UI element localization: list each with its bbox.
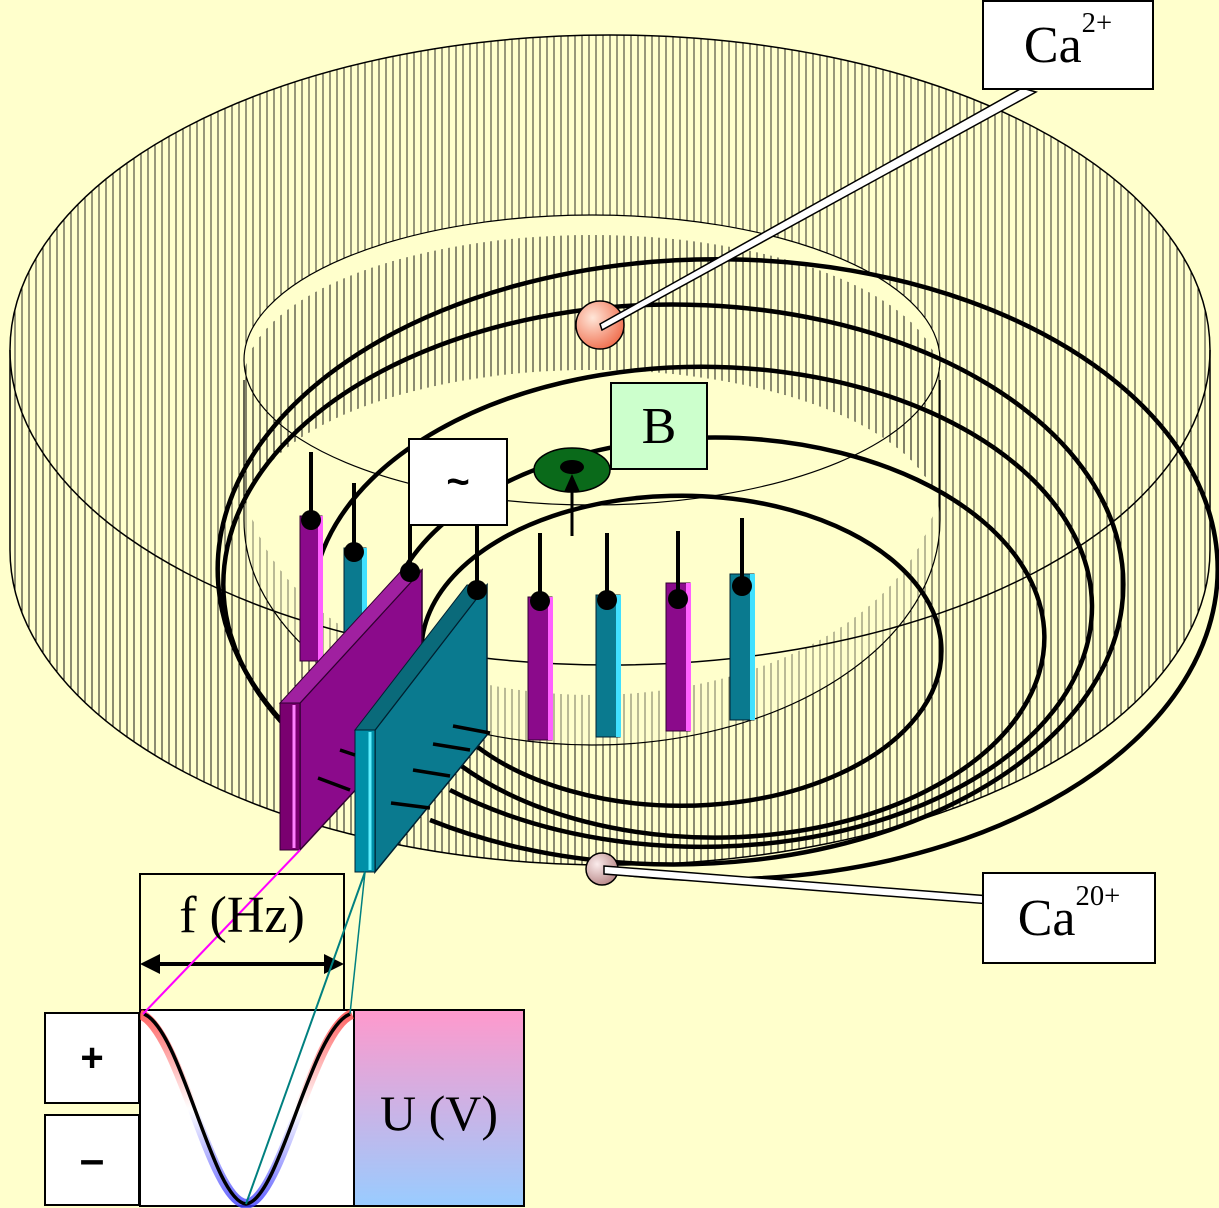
minus-label: – xyxy=(44,1114,140,1206)
minus-sign: – xyxy=(80,1135,104,1185)
ion-label-ca20-base: Ca xyxy=(1018,889,1076,948)
callout-ca20-pointer xyxy=(604,866,990,904)
voltage-label: U (V) xyxy=(354,1084,524,1142)
magnetic-field-text: B xyxy=(642,397,677,456)
ion-label-ca2-base: Ca xyxy=(1024,16,1082,75)
ion-label-ca2-charge: 2+ xyxy=(1082,8,1112,40)
ac-source-symbol: ~ xyxy=(446,460,469,505)
ac-source-label: ~ xyxy=(408,438,508,526)
plus-sign: + xyxy=(80,1036,103,1081)
frequency-label: f (Hz) xyxy=(140,886,344,945)
magnetic-field-label: B xyxy=(610,382,708,470)
plus-label: + xyxy=(44,1012,140,1104)
ion-label-ca20-charge: 20+ xyxy=(1076,881,1121,913)
